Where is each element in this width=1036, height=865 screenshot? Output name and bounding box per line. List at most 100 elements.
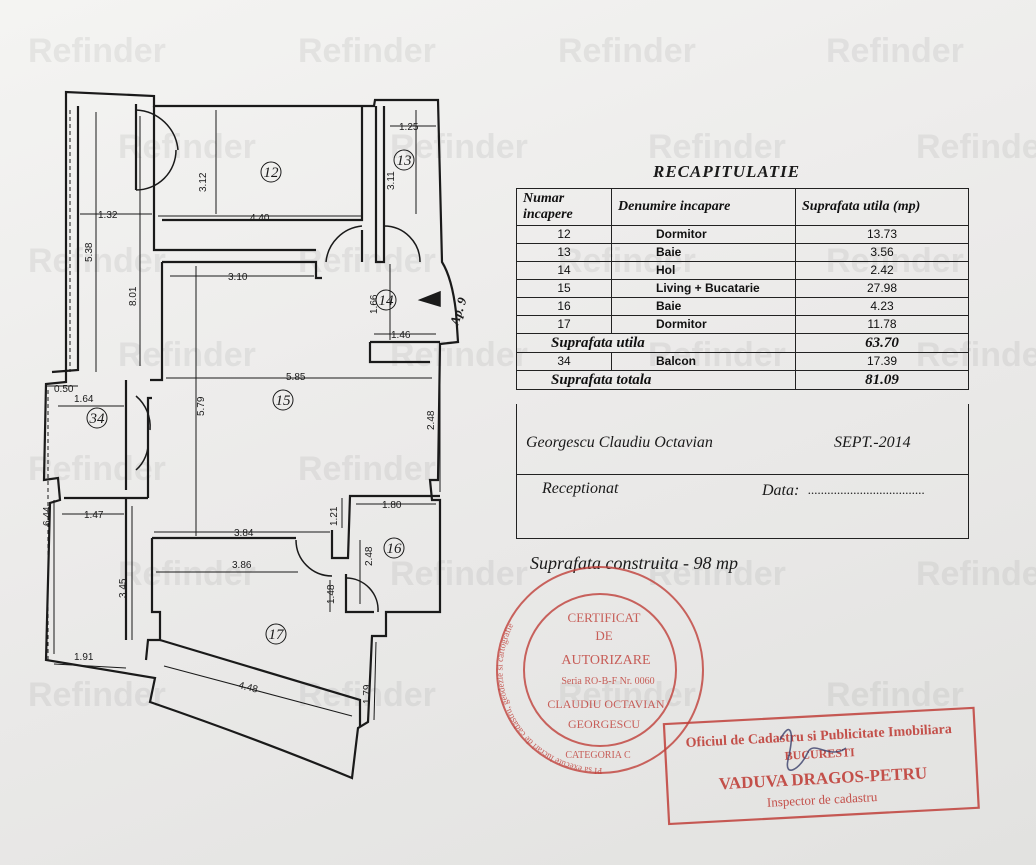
balcony-row: 34 Balcon 17.39 <box>516 352 969 371</box>
divider <box>517 474 968 475</box>
room-17-label: 17 <box>269 627 286 643</box>
room-14-label: 14 <box>379 293 395 309</box>
received-label: Receptionat <box>542 480 619 497</box>
room-34-label: 34 <box>89 411 106 427</box>
dimension-label: 3.86 <box>232 560 252 571</box>
watermark: Refinder <box>298 450 436 488</box>
stamp-text: Seria RO-B-F Nr. 0060 <box>561 676 654 687</box>
recap-table: Numar incapere Denumire incapare Suprafa… <box>516 188 969 390</box>
dimension-label: 5.38 <box>84 242 95 262</box>
watermark: Refinder <box>390 555 528 593</box>
watermark: Refinder <box>28 32 166 70</box>
signature-box <box>516 404 969 539</box>
dimension-label: 3.11 <box>386 171 397 190</box>
dimension-label: 1.25 <box>399 122 419 133</box>
dimension-label: 1.80 <box>382 500 402 511</box>
room-area: 2.42 <box>795 261 969 280</box>
room-marker <box>265 623 287 645</box>
dimension-label: 2.48 <box>364 546 375 566</box>
stamp-text: CERTIFICAT <box>568 610 641 625</box>
dimension-label: 1.47 <box>84 510 104 521</box>
stamp-text: GEORGESCU <box>568 717 640 731</box>
dimension-label: 1.46 <box>391 330 411 341</box>
room-name: Living + Bucatarie <box>611 279 796 298</box>
watermark: Refinder <box>28 450 166 488</box>
recap-header-row: Numar incapere Denumire incapare Suprafa… <box>516 188 969 226</box>
room-16-label: 16 <box>387 541 403 557</box>
watermark: Refinder <box>118 555 256 593</box>
watermark: Refinder <box>298 32 436 70</box>
stamp-text: AUTORIZARE <box>561 653 650 668</box>
dimension-label: 1.91 <box>74 652 94 663</box>
round-stamp <box>496 566 704 774</box>
dimension-label: 6.44 <box>42 506 53 526</box>
dimension-label: 1.79 <box>362 684 373 704</box>
dimension-label: 2.48 <box>426 410 437 430</box>
watermark: Refinder <box>28 242 166 280</box>
stamp-category: CATEGORIA C <box>565 750 631 761</box>
watermark: Refinder <box>118 336 256 374</box>
dimension-label: 5.79 <box>196 396 207 416</box>
stamp-text: CLAUDIU OCTAVIAN <box>547 697 664 711</box>
dimension-label: 5.85 <box>286 372 306 383</box>
watermark: Refinder <box>558 32 696 70</box>
room-marker <box>260 161 282 183</box>
table-row: 14 Hol 2.42 <box>516 261 969 280</box>
watermark: Refinder <box>118 128 256 166</box>
room-marker <box>272 389 294 411</box>
total-area-label: Suprafata totala <box>516 370 796 390</box>
useful-area-row: Suprafata utila 63.70 <box>516 333 969 353</box>
table-row: 15 Living + Bucatarie 27.98 <box>516 279 969 298</box>
stamp-ring-text: Persoana fizica autorizata de ANCPI sa e… <box>0 0 602 776</box>
dimension-label: 1.66 <box>369 294 380 314</box>
watermark: Refinder <box>298 242 436 280</box>
rect-stamp-border <box>662 706 980 826</box>
plan-walls <box>42 90 460 780</box>
room-15-label: 15 <box>276 393 292 409</box>
room-marker <box>393 149 415 171</box>
watermark: Refinder <box>28 676 166 714</box>
table-row: 16 Baie 4.23 <box>516 297 969 316</box>
watermark: Refinder <box>648 555 786 593</box>
stamp-city: BUCURESTI <box>784 745 855 763</box>
dimension-lines <box>46 110 441 721</box>
dimension-labels: 1.25 3.12 3.11 1.32 4.40 5.38 8.01 3.10 … <box>42 122 437 704</box>
room-number: 14 <box>516 261 612 280</box>
watermark: Refinder <box>826 676 964 714</box>
surveyor-name: Georgescu Claudiu Octavian <box>526 434 713 451</box>
round-stamp-text: Persoana fizica autorizata de ANCPI sa e… <box>0 0 665 776</box>
header-area: Suprafata utila (mp) <box>795 188 969 226</box>
watermark: Refinder <box>390 128 528 166</box>
dimension-label: 1.64 <box>74 394 94 405</box>
date-dots: .................................... <box>808 482 925 497</box>
room-number: 34 <box>516 352 612 371</box>
signature-date: SEPT.-2014 <box>834 434 911 451</box>
dimension-label: 1.32 <box>98 210 118 221</box>
room-area: 11.78 <box>795 315 969 334</box>
total-area-row: Suprafata totala 81.09 <box>516 370 969 390</box>
header-name: Denumire incapare <box>611 188 796 226</box>
total-area-value: 81.09 <box>795 370 969 390</box>
room-12-label: 12 <box>264 165 280 181</box>
stamp-inspector: VADUVA DRAGOS-PETRU <box>718 763 927 793</box>
stamp-text: DE <box>595 628 612 643</box>
date-label: Data: <box>762 482 800 499</box>
dimension-label: 3.84 <box>234 528 254 539</box>
recap-title: RECAPITULATIE <box>653 162 801 181</box>
room-marker <box>383 537 405 559</box>
room-13-label: 13 <box>397 153 412 169</box>
watermark: Refinder <box>916 555 1036 593</box>
watermark: Refinder <box>558 676 696 714</box>
dimension-label: 8.01 <box>128 286 139 306</box>
rect-stamp: Oficiul de Cadastru si Publicitate Imobi… <box>662 706 980 826</box>
dimension-label: 3.45 <box>118 578 129 598</box>
door-arcs <box>135 109 441 613</box>
table-row: 17 Dormitor 11.78 <box>516 315 969 334</box>
handwritten-signature <box>779 728 847 771</box>
dimension-label: 1.21 <box>329 506 340 526</box>
dimension-label: 0.50 <box>54 384 74 395</box>
header-number: Numar incapere <box>516 188 612 226</box>
dimension-label: 4.40 <box>250 213 270 224</box>
